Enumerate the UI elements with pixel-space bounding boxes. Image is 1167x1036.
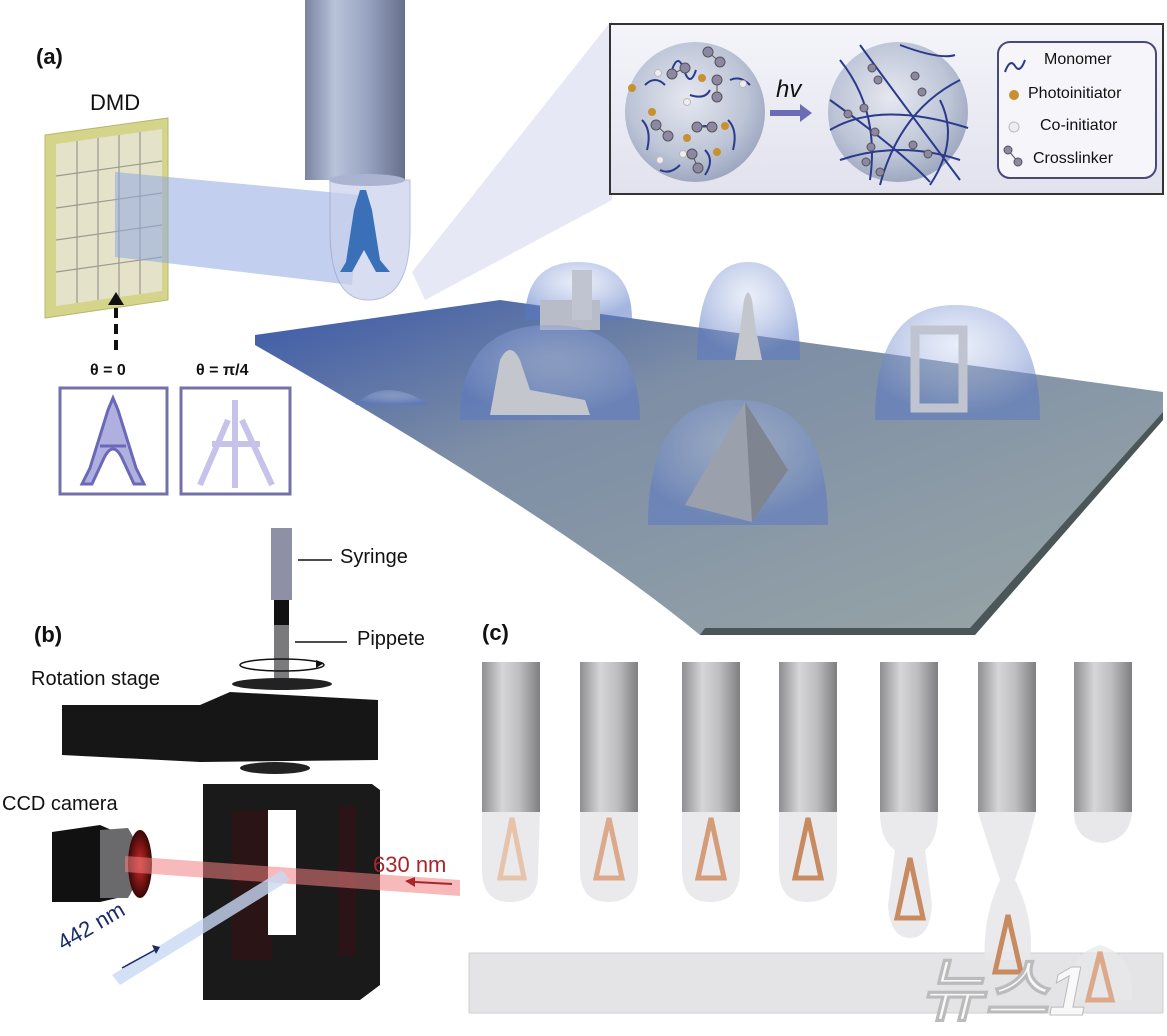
legend-photoinitiator: Photoinitiator <box>1028 85 1122 102</box>
panel-label-a: (a) <box>36 44 63 69</box>
projection-label-pi4: θ = π/4 <box>196 362 249 379</box>
syringe-body <box>271 528 292 600</box>
hv-label: hv <box>776 76 802 103</box>
legend-box <box>997 41 1157 179</box>
legend-crosslinker: Crosslinker <box>1033 150 1114 167</box>
syringe-label: Syringe <box>340 546 408 568</box>
step-7 <box>1069 662 1133 1003</box>
rotation-arrow <box>239 658 325 672</box>
legend-monomer: Monomer <box>1044 51 1112 68</box>
step-5 <box>880 662 938 938</box>
step-3 <box>682 662 740 902</box>
pyramid-dome <box>648 400 828 525</box>
step-2 <box>580 662 638 902</box>
ccd-camera-label: CCD camera <box>2 793 118 815</box>
monomer-icon <box>1004 59 1026 73</box>
partial-dome <box>355 390 430 405</box>
monomer-sphere <box>625 42 765 182</box>
crosslinker-icon <box>1003 145 1023 167</box>
pipette-body <box>274 625 289 680</box>
castle-dome <box>525 262 632 330</box>
co-initiator-icon <box>1008 121 1020 133</box>
cube-dome <box>875 305 1040 420</box>
legend-co-initiator: Co-initiator <box>1040 117 1118 134</box>
eiffel-tower-printed <box>340 190 390 272</box>
rotation-stage-label: Rotation stage <box>31 668 160 690</box>
watermark-logo: 뉴스1 <box>920 952 1089 1031</box>
pipette-label: Pippete <box>357 628 425 650</box>
bishop-dome <box>697 262 800 360</box>
hv-arrow <box>770 104 812 122</box>
step-1 <box>482 662 540 902</box>
projection-beam <box>115 172 360 285</box>
dmd-label: DMD <box>90 90 141 115</box>
blue-laser-beam <box>112 870 290 985</box>
zoom-wedge <box>412 20 612 300</box>
detachment-sequence <box>468 662 1164 1014</box>
pipette-tube-a <box>305 0 411 301</box>
crosslinked-sphere <box>828 42 968 182</box>
projection-label-0: θ = 0 <box>90 362 126 379</box>
step-6 <box>978 662 1036 975</box>
step-4 <box>779 662 837 902</box>
red-laser-label: 630 nm <box>373 852 447 877</box>
panel-label-b: (b) <box>34 622 63 647</box>
photoinitiator-icon <box>1009 90 1019 100</box>
panel-label-c: (c) <box>482 620 509 645</box>
dmd-device <box>44 117 169 319</box>
red-laser-beam <box>125 856 460 896</box>
rotation-stage <box>62 678 378 774</box>
sphinx-dome <box>460 325 640 420</box>
sample-holder <box>203 784 380 1000</box>
